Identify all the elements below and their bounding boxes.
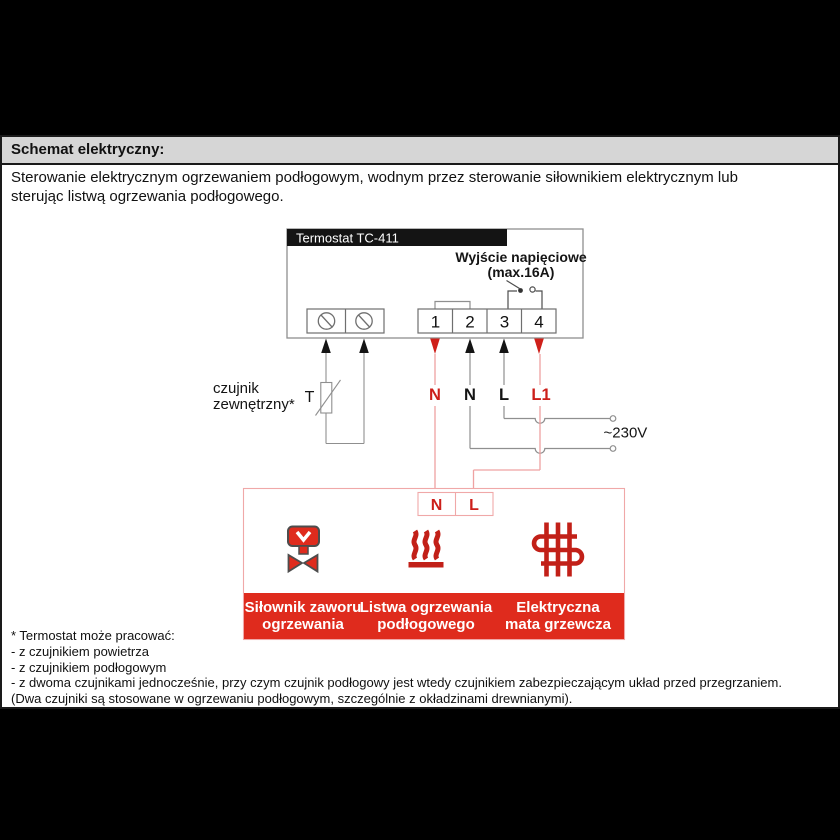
load-caption: podłogowego bbox=[377, 616, 474, 633]
sensor-symbol-label: T bbox=[305, 389, 315, 406]
screw-terminal-icon bbox=[317, 312, 336, 330]
arrow-down-icon bbox=[534, 338, 544, 354]
wire-label-n: N bbox=[464, 386, 476, 404]
sensor-circuit bbox=[315, 353, 365, 445]
wire-label-n-red: N bbox=[429, 386, 441, 404]
wire-labels: N N L L1 bbox=[429, 386, 551, 404]
intro-line-2: sterując listwą ogrzewania podłogowego. bbox=[11, 188, 284, 205]
wire-label-l: L bbox=[499, 386, 509, 404]
load-caption: Listwa ogrzewania bbox=[360, 599, 493, 616]
terminal-1-label: 1 bbox=[431, 313, 440, 332]
output-terminal-block: 1 2 3 4 bbox=[417, 308, 557, 334]
arrow-up-icon bbox=[499, 338, 509, 353]
load-caption: ogrzewania bbox=[262, 616, 344, 633]
load-terminal-l: L bbox=[469, 497, 479, 514]
load-caption: mata grzewcza bbox=[505, 616, 612, 633]
jumper-link bbox=[434, 300, 471, 309]
mains-voltage-label: ~230V bbox=[604, 425, 648, 442]
terminal-2-label: 2 bbox=[465, 313, 474, 332]
load-box: N L bbox=[242, 487, 626, 641]
load-terminal-n: N bbox=[431, 497, 443, 514]
footnote-line-5: (Dwa czujniki są stosowane w ogrzewaniu … bbox=[11, 691, 573, 707]
footnote-line-2: - z czujnikiem powietrza bbox=[11, 643, 149, 659]
load-terminal-box: N L bbox=[417, 491, 494, 517]
sensor-label: czujnik zewnętrzny* T bbox=[213, 380, 315, 413]
load-wiring bbox=[434, 354, 541, 493]
footnote-line-1: * Termostat może pracować: bbox=[11, 628, 175, 643]
footnote-line-4: - z dwoma czujnikami jednocześnie, przy … bbox=[11, 675, 782, 691]
terminal-3-label: 3 bbox=[500, 313, 509, 332]
svg-text:czujnik: czujnik bbox=[213, 380, 259, 397]
terminal-4-label: 4 bbox=[534, 313, 543, 332]
arrow-down-icon bbox=[430, 338, 440, 354]
floor-heating-strip-icon bbox=[408, 529, 444, 568]
relay-switch-icon bbox=[506, 279, 543, 309]
load-caption: Elektryczna bbox=[516, 599, 600, 616]
arrow-up-icon bbox=[359, 338, 369, 353]
intro-line-1: Sterowanie elektrycznym ogrzewaniem podł… bbox=[11, 169, 738, 186]
thermistor-icon bbox=[315, 379, 341, 416]
footnote: * Termostat może pracować: - z czujnikie… bbox=[11, 628, 835, 707]
electric-heating-mat-icon bbox=[531, 522, 585, 577]
wiring-schematic: Termostat TC-411 Wyjście napięciowe (max… bbox=[213, 228, 648, 641]
footnote-line-3: - z czujnikiem podłogowym bbox=[11, 659, 167, 675]
arrow-up-icon bbox=[465, 338, 475, 353]
wire-label-l1: L1 bbox=[531, 386, 550, 404]
document-page: Schemat elektryczny: Sterowanie elektryc… bbox=[0, 135, 840, 709]
svg-text:Wyjście napięciowe: Wyjście napięciowe bbox=[455, 249, 586, 265]
sensor-terminal-block bbox=[306, 308, 385, 334]
load-captions: Siłownik zaworu ogrzewania Listwa ogrzew… bbox=[245, 599, 612, 633]
thermostat-title: Termostat TC-411 bbox=[296, 231, 399, 246]
arrow-up-icon bbox=[321, 338, 331, 353]
flow-arrows bbox=[321, 338, 544, 354]
heating-valve-actuator-icon bbox=[287, 525, 320, 574]
intro-text: Sterowanie elektrycznym ogrzewaniem podł… bbox=[11, 168, 831, 206]
svg-text:zewnętrzny*: zewnętrzny* bbox=[213, 396, 295, 413]
svg-text:(max.16A): (max.16A) bbox=[488, 264, 555, 280]
screw-terminal-icon bbox=[355, 312, 373, 330]
voltage-output-label: Wyjście napięciowe (max.16A) bbox=[455, 249, 586, 280]
page-title: Schemat elektryczny: bbox=[2, 137, 838, 165]
load-caption: Siłownik zaworu bbox=[245, 599, 362, 616]
